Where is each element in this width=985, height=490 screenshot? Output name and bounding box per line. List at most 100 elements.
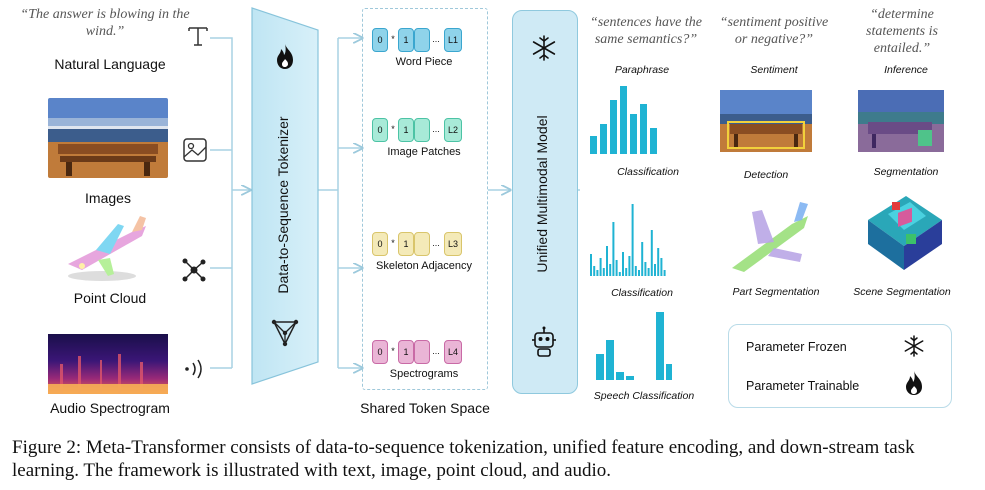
bar [596,354,604,380]
legend-frozen-label: Parameter Frozen [746,340,847,354]
snowflake-icon-legend [902,334,926,358]
image-thumbnail [48,98,168,178]
bar [650,230,653,276]
task-scene-segmentation: Scene Segmentation [853,286,951,298]
question-inference: “determine statements is entailed.” [866,7,938,56]
token-cell: 0 [372,340,388,364]
bar [641,242,644,276]
token-cell: L4 [444,340,462,364]
audio-spectrogram-label: Audio Spectrogram [50,400,170,416]
bar [615,260,618,276]
tokenizer-label: Data-to-Sequence Tokenizer [275,116,291,294]
bar [622,252,624,276]
bar [628,256,631,276]
detection-image [720,90,812,152]
token-cell [414,232,430,256]
token-group-label: Image Patches [387,146,461,158]
token-star: * [391,238,395,248]
segmentation-image [858,90,944,152]
token-cell [414,28,430,52]
bar [620,86,627,154]
token-cell: L2 [444,118,462,142]
token-space-box [362,8,488,390]
token-star: * [391,346,395,356]
bar [596,270,599,276]
bar [612,222,615,276]
bar [666,364,672,380]
spectrogram-thumbnail [48,334,168,394]
bar [626,376,634,380]
bar [593,266,596,276]
unified-model-label: Unified Multimodal Model [534,115,550,273]
flame-icon [273,42,297,70]
bar [638,270,640,276]
task-sentiment: Sentiment [750,64,798,76]
token-cell [414,118,430,142]
images-label: Images [85,190,131,206]
graph-icon [180,256,208,284]
token-star: * [391,124,395,134]
flame-icon-legend [903,370,925,396]
bar [650,128,657,154]
bar [647,268,650,276]
natural-language-label: Natural Language [54,56,166,72]
token-cell: 0 [372,28,388,52]
token-ellipsis: ... [432,346,440,356]
scene-segmentation-image [862,190,946,274]
bar [656,312,664,380]
bars-paraphrase [590,86,657,154]
bar [599,258,602,276]
text-quote: “The answer is blowing in the wind.” [20,7,190,39]
task-detection: Detection [743,169,789,181]
unified-model-block [512,10,578,394]
token-group-label: Skeleton Adjacency [375,260,472,272]
bar [610,100,617,154]
token-cell: L1 [444,28,462,52]
bar [644,262,647,276]
task-segmentation: Segmentation [873,166,939,178]
bar [600,124,607,154]
bar [618,272,621,276]
robot-icon [530,326,558,358]
token-cell: 1 [398,28,414,52]
token-cell: L3 [444,232,462,256]
bar [640,104,647,154]
token-cell: 0 [372,232,388,256]
bar [616,372,624,380]
token-ellipsis: ... [432,124,440,134]
legend-box [728,324,952,408]
token-group-label: Spectrograms [389,368,459,380]
token-cell: 0 [372,118,388,142]
token-cell [414,340,430,364]
bar [630,114,637,154]
token-star: * [391,34,395,44]
bar [590,136,597,154]
task-classification-2: Classification [611,287,673,299]
bar [634,266,637,276]
bar [663,270,666,276]
bar [602,268,605,276]
token-ellipsis: ... [432,34,440,44]
question-sentiment: “sentiment positive or negative?” [719,15,829,47]
task-part-segmentation: Part Segmentation [732,286,820,298]
point-cloud-thumbnail [62,214,158,286]
triangle-graph-icon [270,318,300,348]
tokenizer-block [251,7,319,385]
token-cell: 1 [398,340,414,364]
bar [657,248,660,276]
image-icon [182,137,208,163]
sound-icon [182,358,208,380]
bar [590,254,592,276]
figure-caption: Figure 2: Meta-Transformer consists of d… [12,437,915,481]
task-classification-1: Classification [617,166,679,178]
bar [609,264,612,276]
token-cell: 1 [398,118,414,142]
task-speech-classification: Speech Classification [593,390,695,402]
connector-lines [210,0,580,430]
bars-speech [596,312,672,380]
bar [606,340,614,380]
